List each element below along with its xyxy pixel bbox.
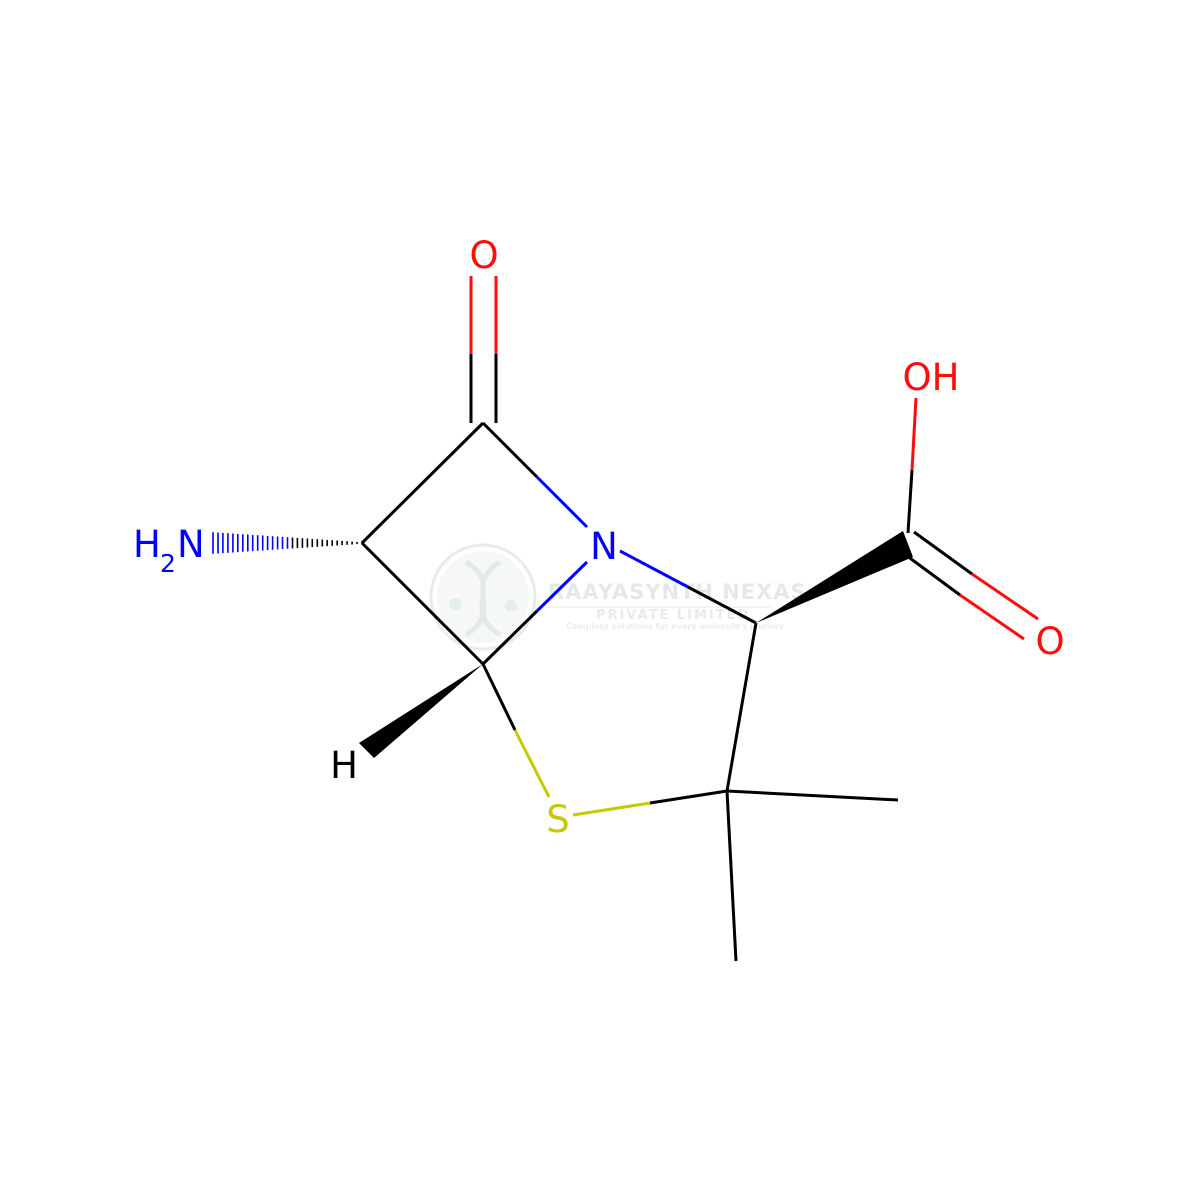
atom-label-sulfur: S (546, 798, 570, 841)
bond-carboxyl-double-2-black (902, 551, 961, 597)
atom-label-carboxyl-oxygen: O (1035, 620, 1064, 663)
atom-label-amine-n: N (177, 523, 205, 566)
watermark: RAAYASYNTH NEXAS PRIVATE LIMITED Complet… (429, 543, 807, 651)
bond-sulfur-bridgehead-yellow (513, 729, 551, 798)
watermark-logo-ring (429, 543, 537, 651)
bond-c2-sulfur-black (649, 789, 728, 805)
bond-carboxyl-double-1-black (913, 530, 973, 576)
bond-sulfur-bridgehead-black (481, 663, 517, 731)
bond-c3-c2 (725, 622, 758, 792)
atom-labels: O OH H 2 N N O H S (133, 234, 1065, 841)
hashed-wedge-bond-amine (212, 532, 363, 554)
bond-nitrogen-bridgehead-black (481, 609, 539, 666)
atom-label-ring-nitrogen: N (590, 525, 618, 568)
watermark-node-left-icon (449, 598, 461, 610)
watermark-dna-icon (464, 559, 502, 638)
bond-carboxyl-hydroxyl-black (906, 469, 914, 534)
bond-nitrogen-c3-black (687, 585, 757, 625)
watermark-tagline: Complete solutions for every molecule's … (566, 622, 785, 631)
bonds (360, 276, 1039, 962)
bond-c2-sulfur-yellow (572, 801, 651, 817)
bond-carboxyl-double-2-red (959, 593, 1025, 641)
wedge-bond-hydrogen (359, 664, 483, 758)
bond-methyl-right (726, 789, 899, 802)
watermark-subtitle: PRIVATE LIMITED (596, 608, 750, 623)
atom-label-amine-subscript: 2 (160, 549, 176, 578)
bond-carboxyl-double-1-red (971, 572, 1039, 621)
bond-carbonyl-alpha (360, 421, 485, 545)
watermark-title: RAAYASYNTH NEXAS (548, 580, 807, 604)
bond-methyl-down (725, 790, 738, 962)
wedge-bond-carboxyl (756, 531, 913, 623)
bond-alpha-bridgehead (360, 541, 485, 666)
watermark-node-right-icon (505, 600, 517, 612)
atom-label-amine-h: H (133, 523, 161, 566)
bond-nitrogen-bridgehead-blue (535, 560, 589, 613)
atom-label-hydrogen: H (330, 744, 358, 787)
atom-label-oxo-oxygen: O (469, 234, 498, 277)
bond-carbonyl-nitrogen-blue (535, 475, 589, 529)
bond-nitrogen-c3-blue (619, 549, 689, 589)
bond-carbonyl-nitrogen-black (481, 421, 539, 479)
atom-label-hydroxyl: OH (903, 356, 960, 399)
bond-carboxyl-hydroxyl-red (910, 397, 918, 471)
